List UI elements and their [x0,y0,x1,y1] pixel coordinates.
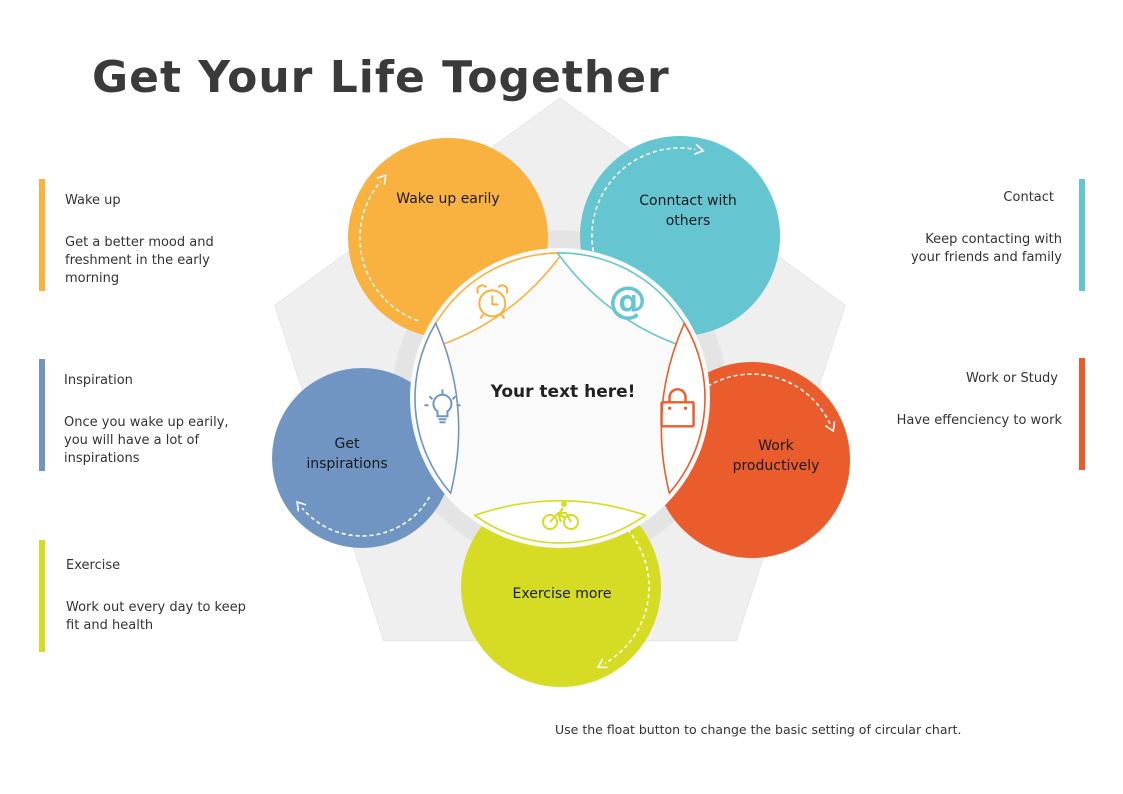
leaf-shopping-bag [660,321,706,495]
inspiration-bar [39,359,45,471]
contact-note: Contact Keep contacting with your friend… [862,189,1062,267]
petal-label: Exercise more [513,586,612,602]
exercise-note: Exercise Work out every day to keep fit … [66,557,266,635]
shopping-bag-icon [660,388,695,428]
work-description: Have effenciency to work [896,413,1062,428]
dashed-arrow-arc [359,180,419,322]
leaf-at-sign: @ [555,252,699,352]
light-bulb-icon [424,389,461,424]
work-bar [1079,358,1085,470]
dashed-arrow-arc [301,496,431,537]
work-heading: Work or Study [965,371,1058,386]
page-title: Get Your Life Together [92,52,670,103]
wake-up-bar [39,179,45,291]
petal-label: Work [758,438,794,454]
dashed-arrow-arc [591,147,696,252]
petal-label: Get [335,436,360,452]
contact-bar [1079,179,1085,291]
bicycle-icon [542,501,579,530]
petal-label: Wake up earily [396,191,499,207]
leaf-bicycle [473,499,647,544]
at-sign-icon: @ [609,278,647,322]
exercise-description: Work out every day to keep fit and healt… [66,600,246,633]
leaf-light-bulb [414,321,461,495]
exercise-bar [39,540,45,652]
wake-up-note: Wake up Get a better mood and freshment … [65,192,265,288]
inspiration-note: Inspiration Once you wake up earily, you… [64,372,264,468]
petal-light-bulb[interactable]: Get inspirations [272,368,452,548]
alarm-clock-icon [476,284,509,319]
wake-up-heading: Wake up [65,193,121,208]
arrow-head [596,658,608,669]
petal-label: productively [733,458,820,474]
wake-up-description: Get a better mood and freshment in the e… [65,235,214,286]
petal-label: Conntact with [639,193,737,209]
arrow-head [296,500,307,512]
contact-description: Keep contacting with your friends and fa… [910,232,1062,265]
footnote: Use the float button to change the basic… [555,722,962,737]
work-note: Work or Study Have effenciency to work [862,370,1062,430]
dashed-arrow-arc [604,518,650,664]
inspiration-heading: Inspiration [64,373,133,388]
arrow-head [694,143,705,156]
arrow-head [376,174,387,185]
inspiration-description: Once you wake up earily, you will have a… [64,415,229,466]
center-text: Your text here! [490,382,636,402]
contact-heading: Contact [1003,190,1054,205]
petal-label: inspirations [306,456,387,472]
arrow-head [824,421,836,433]
petal-disc [272,368,452,548]
svg-text:@: @ [609,278,647,322]
exercise-heading: Exercise [66,558,121,573]
leaf-alarm-clock [421,252,565,352]
petal-label: others [666,213,711,229]
